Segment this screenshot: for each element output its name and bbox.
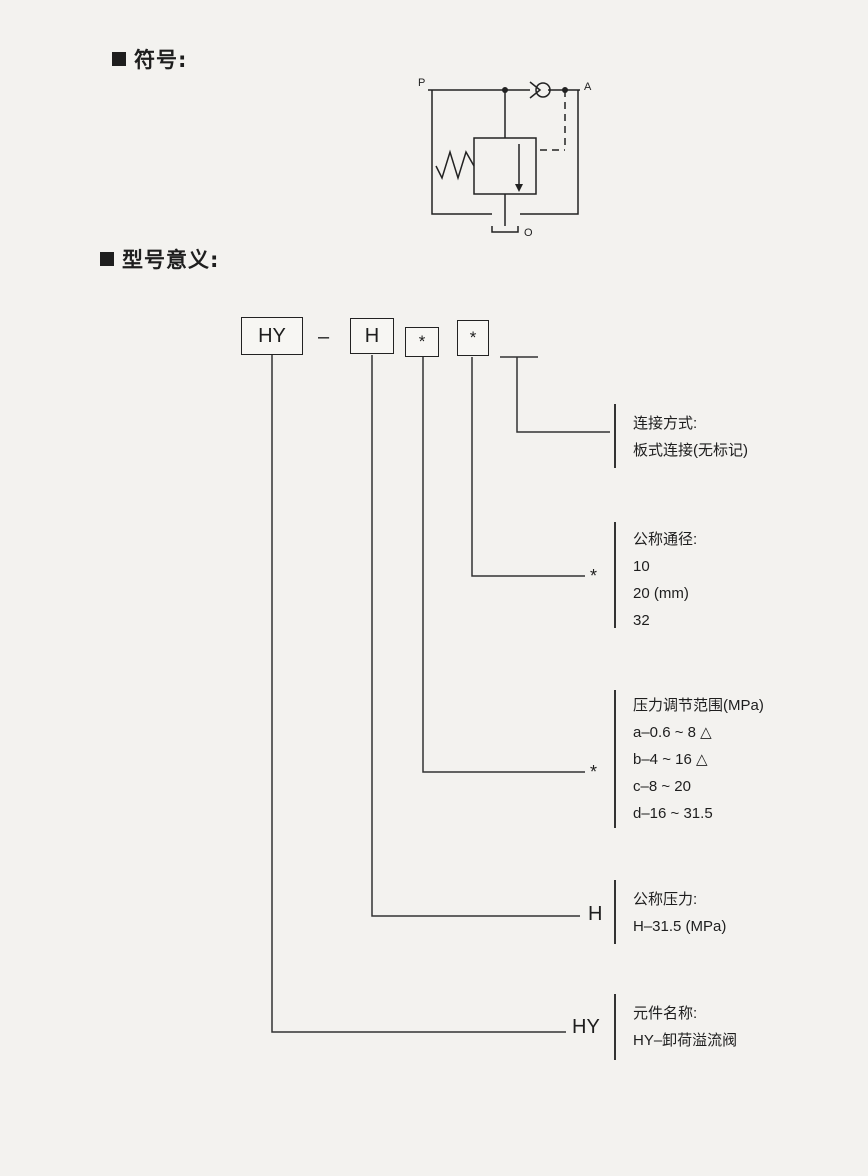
diameter-option: 32: [633, 612, 650, 629]
code-separator: –: [318, 326, 330, 348]
nominal-pressure-group: 公称压力: H–31.5 (MPa): [633, 886, 726, 940]
diameter-group: 公称通径: 10 20 (mm) 32: [633, 526, 697, 634]
leader-line-nominal-pressure: [371, 355, 580, 917]
model-heading-text: 型号意义:: [122, 248, 220, 272]
pressure-range-option: d–16 ~ 31.5: [633, 805, 713, 822]
pressure-range-group: 压力调节范围(MPa) a–0.6 ~ 8 △ b–4 ~ 16 △ c–8 ~…: [633, 692, 764, 827]
pressure-range-marker: *: [590, 762, 598, 782]
component-name-marker: HY: [572, 1016, 600, 1038]
port-a-label: A: [584, 81, 592, 93]
code-box-h: H: [350, 318, 394, 354]
nominal-pressure-title: 公称压力:: [633, 891, 698, 908]
code-box-star-1: *: [405, 327, 439, 357]
code-box-star-2: *: [457, 320, 489, 356]
leader-line-pressure-range: [422, 357, 585, 773]
group-bracket: [614, 690, 616, 828]
model-heading: 型号意义:: [100, 244, 219, 274]
bullet-square-icon: [100, 252, 114, 266]
connection-value: 板式连接(无标记): [633, 442, 748, 459]
diameter-option: 20 (mm): [633, 585, 689, 602]
code-box-hy: HY: [241, 317, 303, 355]
port-p-label: P: [418, 77, 425, 89]
group-bracket: [614, 994, 616, 1060]
group-bracket: [614, 522, 616, 628]
component-name-title: 元件名称:: [633, 1005, 698, 1022]
pressure-range-option: c–8 ~ 20: [633, 778, 691, 795]
port-o-label: O: [524, 227, 533, 239]
pressure-range-option: a–0.6 ~ 8 △: [633, 724, 712, 741]
pressure-range-option: b–4 ~ 16 △: [633, 751, 708, 768]
symbol-heading-text: 符号:: [134, 48, 188, 72]
nominal-pressure-value: H–31.5 (MPa): [633, 918, 727, 935]
group-bracket: [614, 404, 616, 468]
group-bracket: [614, 880, 616, 944]
pressure-range-title: 压力调节范围(MPa): [633, 697, 764, 714]
component-name-value: HY–卸荷溢流阀: [633, 1032, 738, 1049]
connection-title: 连接方式:: [633, 415, 698, 432]
bullet-square-icon: [112, 52, 126, 66]
diameter-option: 10: [633, 558, 650, 575]
leader-line-connection: [516, 357, 610, 433]
diameter-title: 公称通径:: [633, 531, 698, 548]
symbol-heading: 符号:: [112, 44, 187, 74]
leader-line-diameter: [471, 357, 585, 577]
diameter-marker: *: [590, 566, 598, 586]
nominal-pressure-marker: H: [588, 903, 603, 925]
leader-line-component-name: [271, 355, 566, 1033]
connection-group: 连接方式: 板式连接(无标记): [633, 410, 748, 464]
component-name-group: 元件名称: HY–卸荷溢流阀: [633, 1000, 737, 1054]
